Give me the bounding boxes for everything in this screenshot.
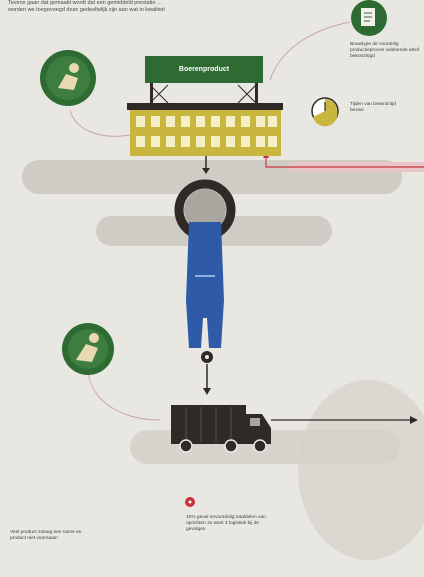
intro-text: Tevens gaan dat gemaakt wordt dat een ge…: [8, 0, 298, 14]
worker-lifting-icon: [62, 323, 114, 375]
intro-line-2: worden we toegevoegd deze gedeeltelijk z…: [8, 7, 298, 14]
intro-line-1: Tevens gaan dat gemaakt wordt dat een ge…: [8, 0, 298, 7]
step-marker: [201, 351, 213, 395]
building-sign-label: Boerenproduct: [146, 61, 262, 79]
document-icon: [351, 0, 387, 36]
note-top-right-2: Tijden van bewind tijd bezwe: [350, 102, 410, 114]
connector-right-top: [270, 22, 350, 80]
worker-figure: [179, 184, 231, 348]
note-top-right-1: Bouwtype de voordelig productieproces vo…: [350, 42, 422, 60]
info-icon: [185, 497, 195, 507]
clock-icon: [312, 98, 338, 126]
connector-left-bottom: [88, 370, 160, 420]
connector-left-top: [70, 110, 130, 136]
note-bottom-center: 10% geval onvoordelig totaldelen van opr…: [186, 515, 278, 533]
worker-icon: [40, 50, 96, 106]
note-bottom-left: Veel product zolang een ruime en product…: [10, 530, 90, 542]
background-ghost-shape: [298, 380, 424, 560]
